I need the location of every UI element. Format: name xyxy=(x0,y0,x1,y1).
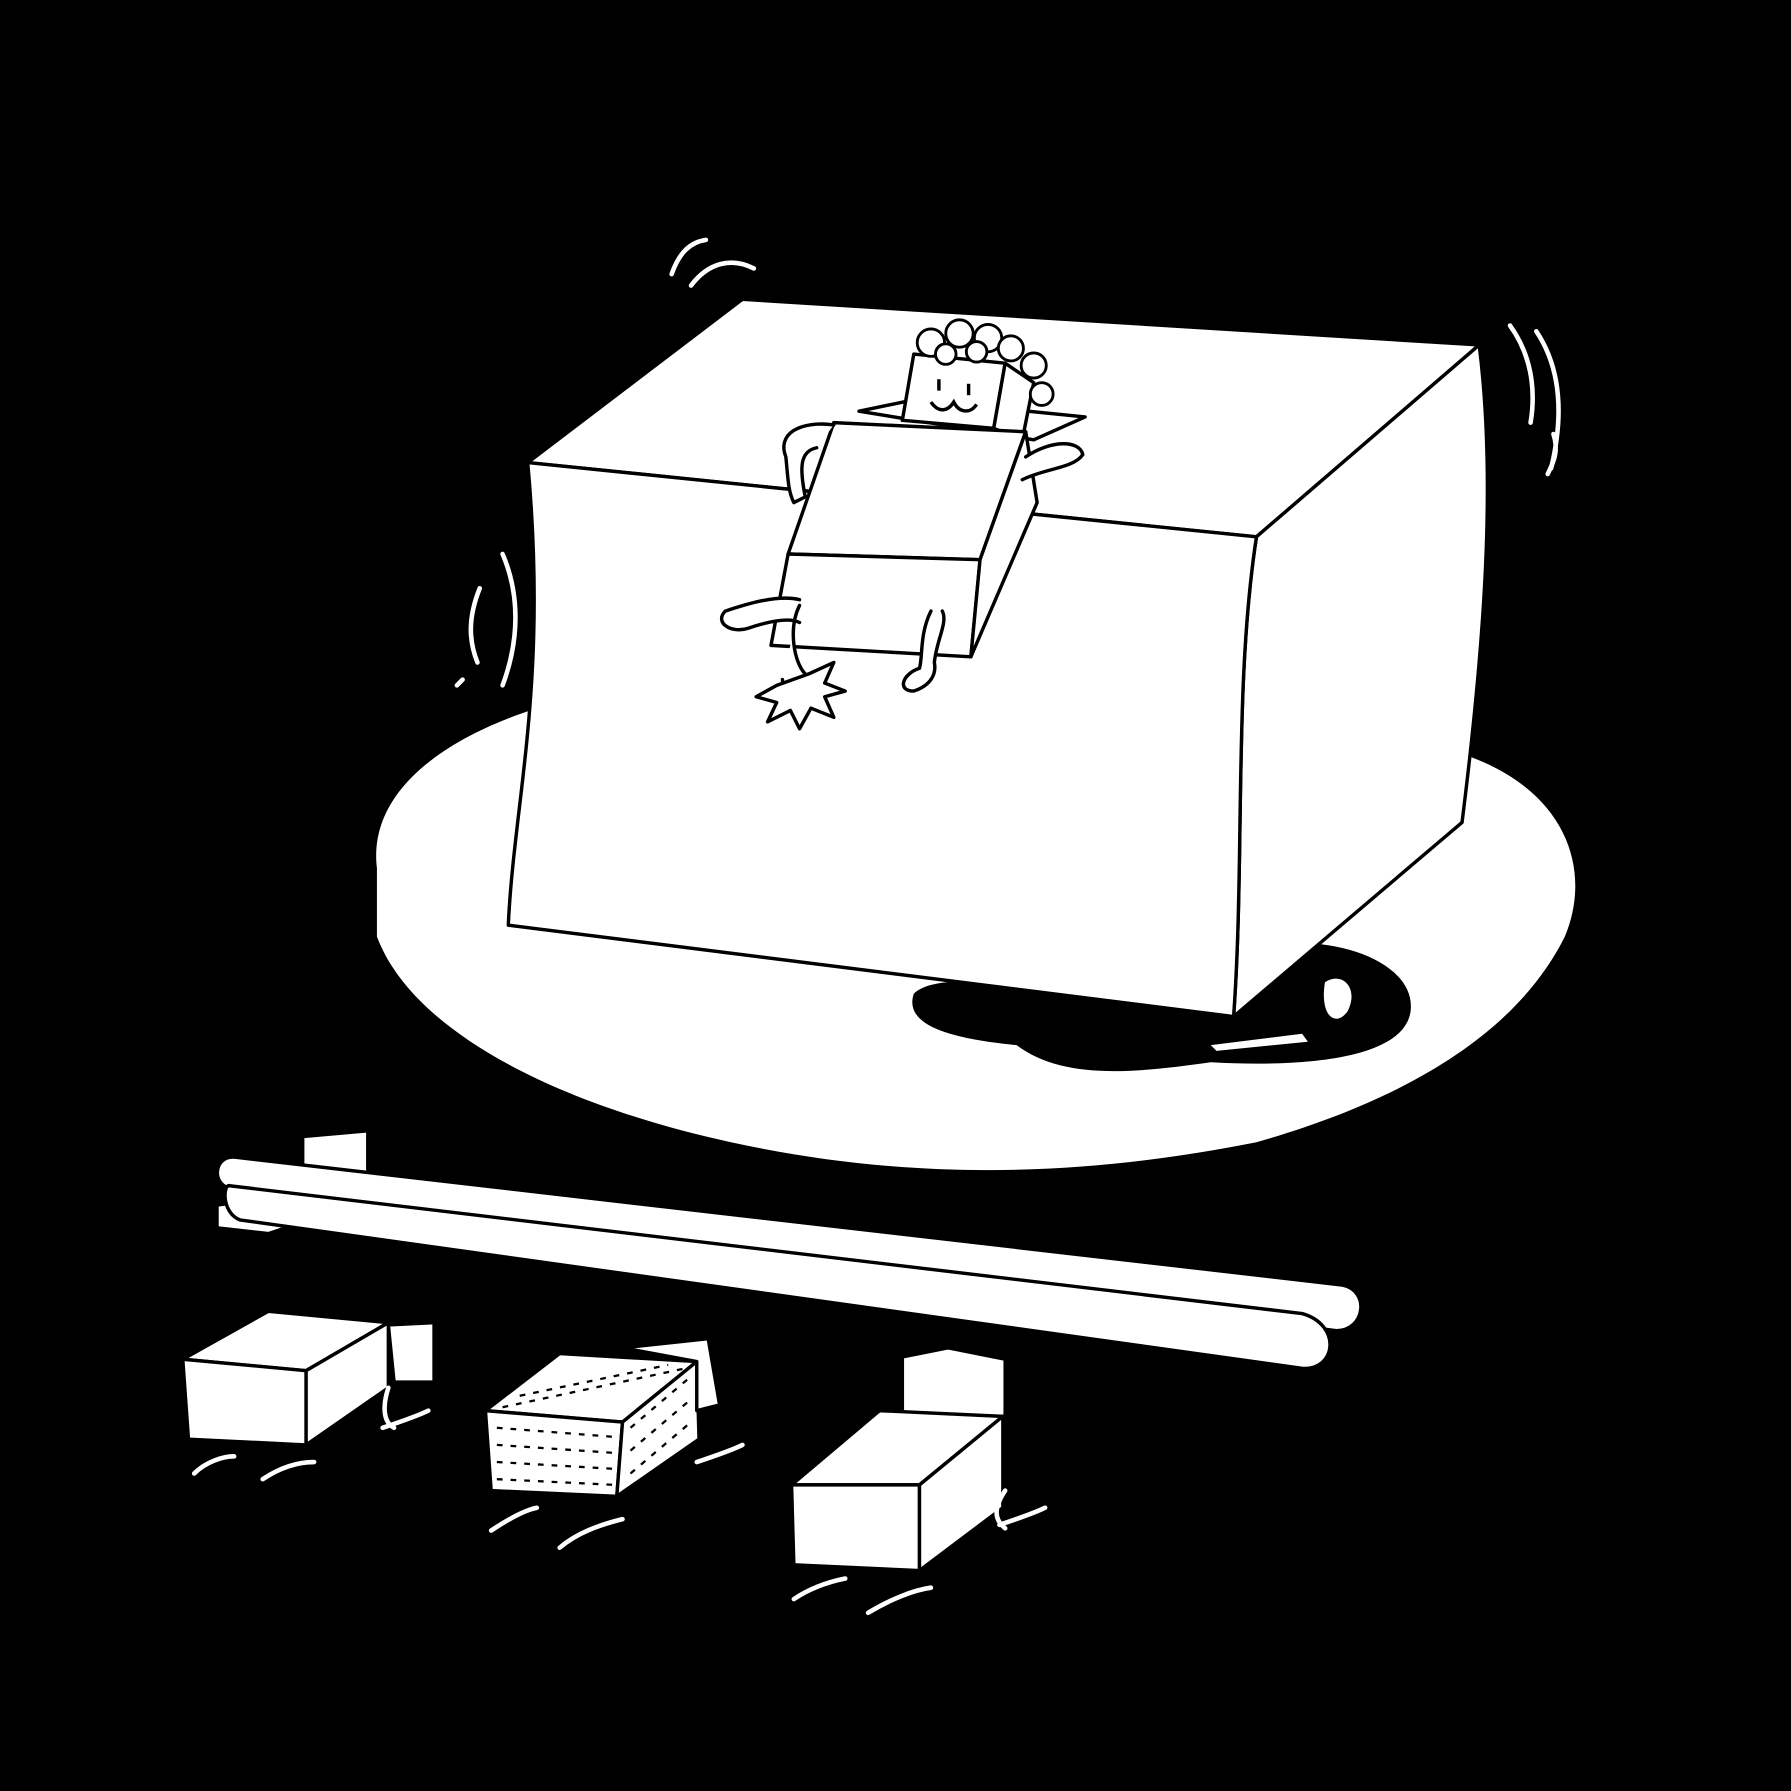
bonito-flakes xyxy=(915,318,1055,407)
soy-sauce-highlight xyxy=(1210,978,1352,1051)
big-tofu-block xyxy=(506,297,1490,1019)
chopsticks xyxy=(215,1129,1363,1371)
face xyxy=(929,379,979,413)
tofu-character xyxy=(719,318,1087,731)
small-tofu-white xyxy=(181,1309,436,1482)
small-tofu-textured xyxy=(483,1336,745,1550)
small-tofu-fried xyxy=(789,1346,1048,1616)
motion-lines xyxy=(454,237,1561,688)
